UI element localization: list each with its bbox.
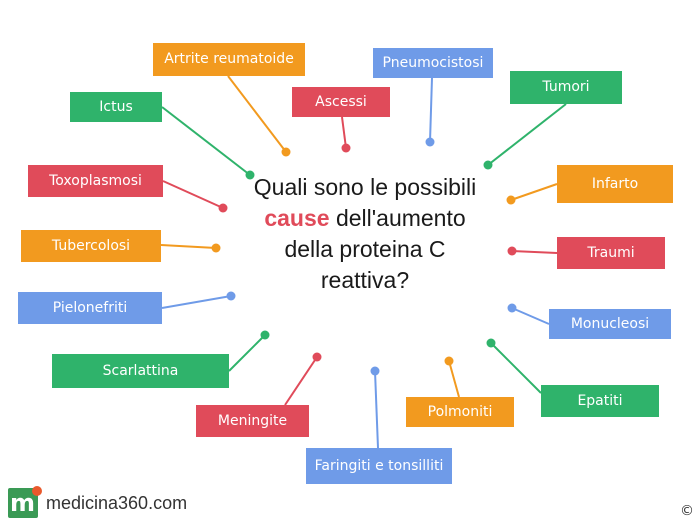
site-logo: m medicina360.com [8,486,188,518]
cause-label-scarlattina: Scarlattina [52,354,229,388]
cause-label-faringiti: Faringiti e tonsilliti [306,448,452,484]
connector-ascessi [341,116,347,149]
question-text-before: Quali sono le possibili [253,174,477,200]
connector-faringiti [374,370,379,449]
cause-label-monucleosi: Monucleosi [549,309,671,339]
cause-label-traumi: Traumi [557,237,665,269]
connector-ictus [161,106,251,176]
connector-dot-artrite [281,147,291,157]
connector-artrite [227,75,287,153]
question-highlight: cause [264,205,330,231]
logo-text: medicina360.com [46,492,188,513]
cause-label-epatiti: Epatiti [541,385,659,417]
cause-label-ictus: Ictus [70,92,162,122]
connector-pneumocistosi [429,77,433,143]
cause-label-meningite: Meningite [196,405,309,437]
connector-tumori [487,103,567,166]
connector-scarlattina [228,334,266,372]
connector-dot-pneumocistosi [425,137,435,147]
connector-dot-tubercolosi [211,243,221,253]
cause-label-artrite: Artrite reumatoide [153,43,305,76]
connector-dot-ascessi [341,143,351,153]
connector-tubercolosi [160,244,217,249]
connector-polmoniti [448,360,460,398]
connector-dot-monucleosi [507,303,517,313]
cause-label-polmoniti: Polmoniti [406,397,514,427]
connector-dot-infarto [506,195,516,205]
cause-label-pneumocistosi: Pneumocistosi [373,48,493,78]
connector-monucleosi [511,307,550,325]
connector-dot-ictus [245,170,255,180]
connector-infarto [510,183,558,201]
cause-label-ascessi: Ascessi [292,87,390,117]
connector-dot-toxoplasmosi [218,203,228,213]
question-text-after: dell'aumento della proteina C reattiva? [284,205,466,293]
cause-label-tubercolosi: Tubercolosi [21,230,161,262]
connector-meningite [284,356,318,406]
connector-pielonefriti [161,295,232,309]
connector-dot-traumi [507,246,517,256]
cause-label-toxoplasmosi: Toxoplasmosi [28,165,163,197]
connector-traumi [511,250,558,254]
cause-label-infarto: Infarto [557,165,673,203]
cause-label-tumori: Tumori [510,71,622,104]
connector-toxoplasmosi [162,180,224,209]
connector-dot-epatiti [486,338,496,348]
cause-label-pielonefriti: Pielonefriti [18,292,162,324]
connector-epatiti [490,342,542,394]
connector-dot-scarlattina [260,330,270,340]
copyright-symbol: © [680,503,694,519]
connector-dot-meningite [312,352,322,362]
connector-dot-tumori [483,160,493,170]
medicina360-logo-icon: m [8,486,42,518]
connector-dot-faringiti [370,366,380,376]
connector-dot-pielonefriti [226,291,236,301]
central-question: Quali sono le possibili cause dell'aumen… [240,172,490,296]
connector-dot-polmoniti [444,356,454,366]
